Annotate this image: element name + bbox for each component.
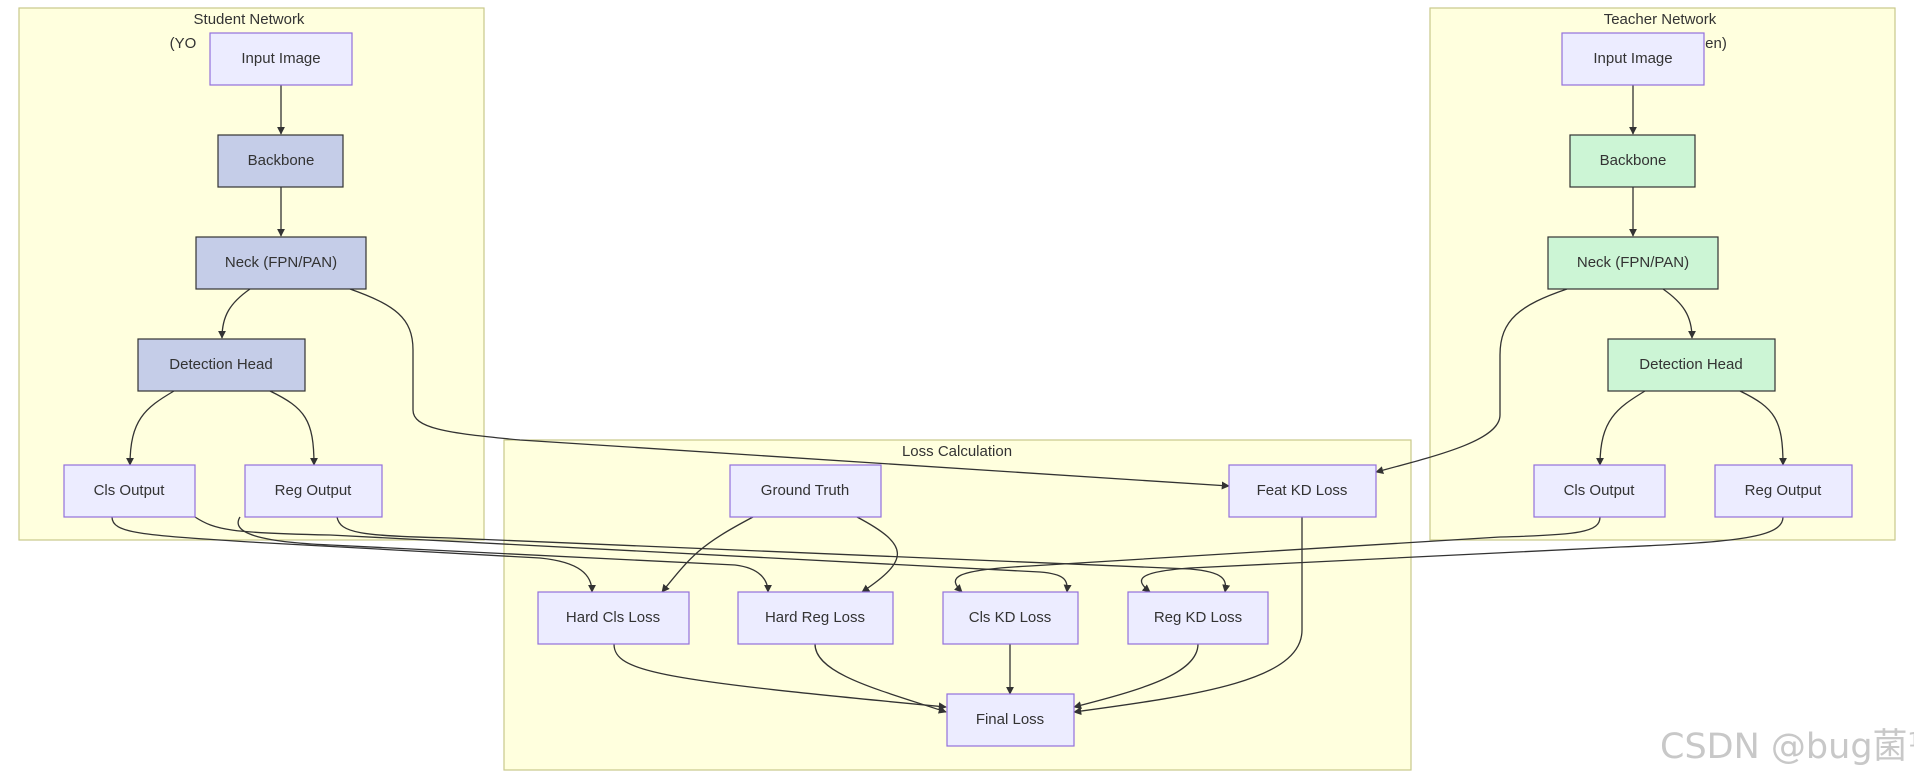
edge-t-neck-to-head bbox=[1662, 288, 1696, 339]
edge-t-head-to-reg bbox=[1739, 390, 1787, 466]
node-hard-cls-loss[interactable]: Hard Cls Loss bbox=[537, 591, 690, 645]
cluster-subtitle: (YO bbox=[170, 35, 197, 52]
watermark-text: CSDN @bug菌¹ bbox=[1660, 727, 1914, 767]
edge-feat-kd-to-final bbox=[1073, 517, 1303, 716]
node-label: Input Image bbox=[1593, 50, 1672, 67]
cluster-title: Loss Calculation bbox=[902, 443, 1012, 460]
node-teacher-reg-output[interactable]: Reg Output bbox=[1714, 464, 1853, 518]
node-ground-truth[interactable]: Ground Truth bbox=[729, 464, 882, 518]
edge-s-cls-to-cls-kd bbox=[194, 516, 1072, 593]
node-label: Reg Output bbox=[1745, 482, 1823, 499]
node-label: Cls KD Loss bbox=[969, 609, 1052, 626]
cluster-title: Student Network bbox=[194, 11, 305, 28]
edge-t-neck-to-feat-kd bbox=[1375, 288, 1568, 475]
edge-t-cls-to-cls-kd bbox=[954, 516, 1601, 593]
edge-t-head-to-cls bbox=[1596, 390, 1646, 466]
edge-s-cls-to-hard-cls bbox=[111, 516, 596, 593]
node-cls-kd-loss[interactable]: Cls KD Loss bbox=[942, 591, 1079, 645]
node-label: Ground Truth bbox=[761, 482, 849, 499]
node-final-loss[interactable]: Final Loss bbox=[946, 693, 1075, 747]
node-feat-kd-loss[interactable]: Feat KD Loss bbox=[1228, 464, 1377, 518]
edge-s-neck-to-head bbox=[218, 288, 251, 339]
node-label: Detection Head bbox=[1639, 356, 1742, 373]
cluster-title: Teacher Network bbox=[1604, 11, 1717, 28]
edge-gt-to-hard-cls bbox=[661, 516, 754, 593]
edge-gt-to-hard-reg bbox=[856, 516, 899, 593]
node-student-input-image[interactable]: Input Image bbox=[209, 32, 353, 86]
node-label: Neck (FPN/PAN) bbox=[1577, 254, 1689, 271]
node-student-cls-output[interactable]: Cls Output bbox=[63, 464, 196, 518]
edge-s-neck-to-feat-kd bbox=[349, 288, 1230, 490]
nodes-layer: Input Image Backbone Neck (FPN/PAN) Dete… bbox=[63, 32, 1853, 747]
edge-s-head-to-cls bbox=[126, 390, 175, 466]
node-hard-reg-loss[interactable]: Hard Reg Loss bbox=[737, 591, 894, 645]
node-label: Cls Output bbox=[94, 482, 166, 499]
node-teacher-detection-head[interactable]: Detection Head bbox=[1607, 338, 1776, 392]
node-reg-kd-loss[interactable]: Reg KD Loss bbox=[1127, 591, 1269, 645]
node-label: Detection Head bbox=[169, 356, 272, 373]
node-student-reg-output[interactable]: Reg Output bbox=[244, 464, 383, 518]
node-teacher-backbone[interactable]: Backbone bbox=[1569, 134, 1696, 188]
node-teacher-neck[interactable]: Neck (FPN/PAN) bbox=[1547, 236, 1719, 290]
node-label: Backbone bbox=[1600, 152, 1667, 169]
edge-t-reg-to-reg-kd bbox=[1140, 516, 1784, 593]
node-student-neck[interactable]: Neck (FPN/PAN) bbox=[195, 236, 367, 290]
node-student-detection-head[interactable]: Detection Head bbox=[137, 338, 306, 392]
node-label: Input Image bbox=[241, 50, 320, 67]
edge-s-reg-to-hard-reg bbox=[237, 516, 772, 593]
edge-hard-reg-to-final bbox=[814, 643, 947, 714]
node-label: Reg KD Loss bbox=[1154, 609, 1242, 626]
node-label: Hard Cls Loss bbox=[566, 609, 660, 626]
edge-reg-kd-to-final bbox=[1073, 643, 1199, 710]
node-label: Reg Output bbox=[275, 482, 353, 499]
node-label: Hard Reg Loss bbox=[765, 609, 865, 626]
node-label: Neck (FPN/PAN) bbox=[225, 254, 337, 271]
node-teacher-cls-output[interactable]: Cls Output bbox=[1533, 464, 1666, 518]
edge-hard-cls-to-final bbox=[613, 643, 947, 711]
node-label: Feat KD Loss bbox=[1257, 482, 1348, 499]
node-student-backbone[interactable]: Backbone bbox=[217, 134, 344, 188]
edge-s-reg-to-reg-kd bbox=[336, 516, 1231, 593]
node-teacher-input-image[interactable]: Input Image bbox=[1561, 32, 1705, 86]
edges-layer bbox=[111, 85, 1787, 716]
node-label: Cls Output bbox=[1564, 482, 1636, 499]
node-label: Final Loss bbox=[976, 711, 1044, 728]
edge-s-head-to-reg bbox=[269, 390, 318, 466]
node-label: Backbone bbox=[248, 152, 315, 169]
cluster-subtitle: en) bbox=[1705, 35, 1727, 52]
